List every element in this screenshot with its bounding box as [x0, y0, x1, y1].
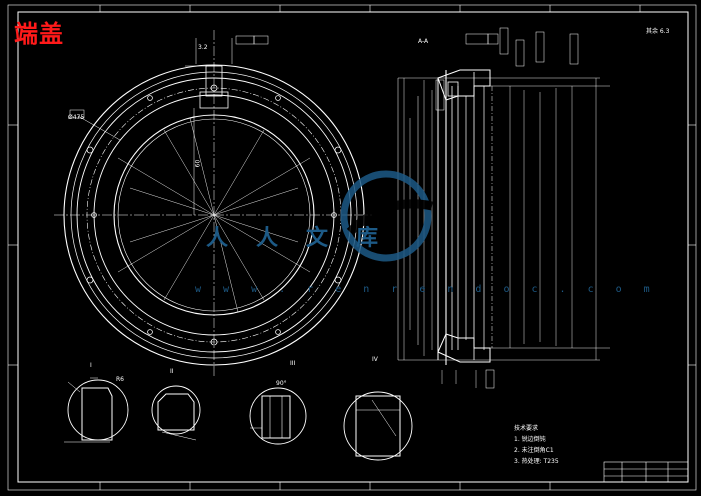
dim-roughness: 3.2	[198, 44, 208, 51]
dim-diameter: Ø475	[68, 114, 85, 121]
tech-note-3: 3. 热处理: T235	[514, 458, 559, 465]
tech-notes-heading: 技术要求	[514, 425, 539, 432]
detail-2	[151, 385, 201, 441]
title-block	[603, 461, 689, 483]
detail-1	[64, 377, 129, 443]
section-dims	[398, 77, 610, 388]
dim-angle: 90°	[276, 380, 287, 387]
bottom-flange-profile	[437, 333, 491, 363]
tolerance-frames	[435, 27, 579, 389]
section-label: A-A	[418, 38, 429, 45]
detail-3-label: III	[290, 360, 296, 367]
dim-length: 60	[194, 159, 202, 168]
radial-lines	[117, 117, 311, 313]
frame-zone-ticks	[8, 5, 696, 490]
dim-radius: R6	[116, 376, 124, 383]
drawing-title: 端盖	[14, 19, 64, 48]
front-dims	[69, 35, 269, 215]
detail-views	[64, 377, 413, 461]
detail-4-label: IV	[372, 356, 378, 363]
watermark-url: w w w . r e n r e n d o c . c o m	[195, 284, 658, 295]
detail-3	[249, 387, 307, 445]
drawing-frame	[7, 4, 697, 491]
tech-note-2: 2. 未注倒角C1	[514, 447, 554, 454]
detail-2-label: II	[170, 368, 174, 375]
bolt-holes	[86, 84, 342, 346]
section-view-a-a	[397, 27, 610, 389]
watermark-text: 人人文库	[206, 226, 407, 251]
detail-1-label: I	[90, 362, 92, 369]
watermark-logo	[340, 170, 433, 262]
technical-notes: 技术要求 1. 锐边倒钝 2. 未注倒角C1 3. 热处理: T235	[514, 423, 559, 467]
top-flange-profile	[437, 69, 491, 101]
front-view	[54, 30, 372, 378]
tech-note-1: 1. 锐边倒钝	[514, 436, 546, 443]
detail-4	[343, 391, 413, 461]
roughness-note: 其余 6.3	[646, 28, 670, 35]
